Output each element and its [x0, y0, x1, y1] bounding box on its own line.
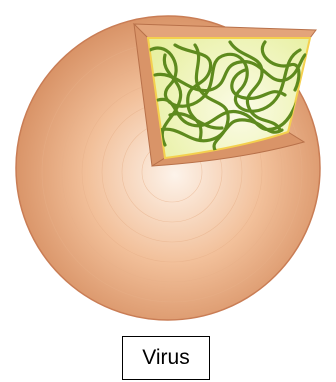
virus-label: Virus: [142, 346, 189, 370]
cutaway-rim: [134, 24, 316, 38]
virus-illustration: [0, 0, 336, 330]
virus-label-box: Virus: [122, 336, 210, 380]
